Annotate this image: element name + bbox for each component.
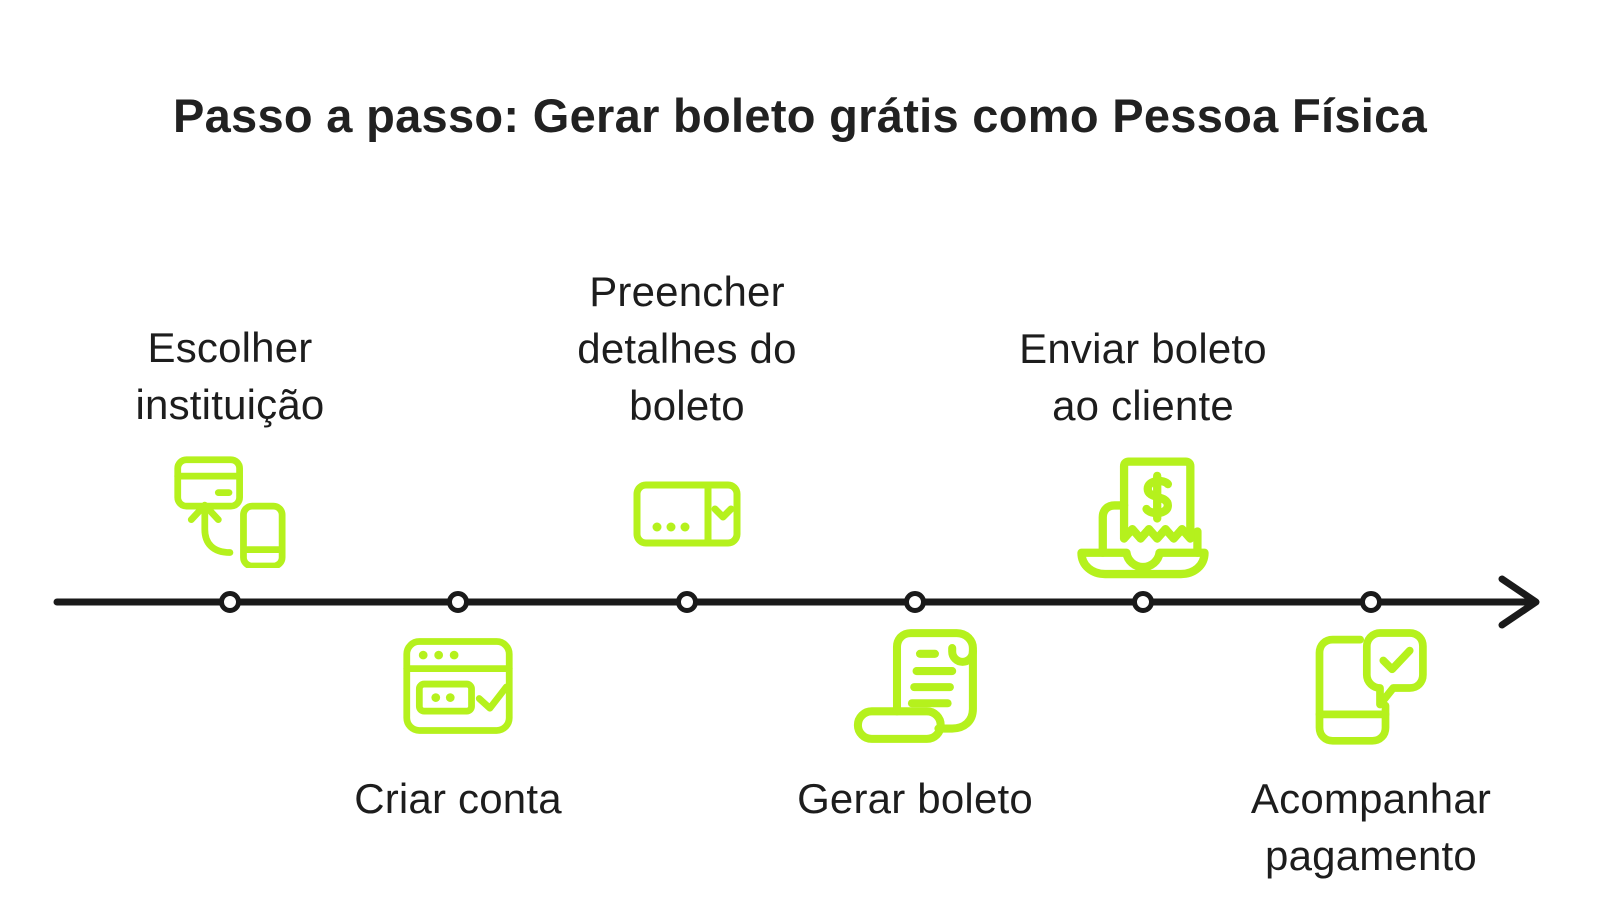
browser-form-check-icon: [400, 628, 516, 744]
timeline-node-1: [219, 591, 241, 613]
step-label-escolher-instituicao: Escolher instituição: [135, 324, 325, 428]
laptop-invoice-icon: [1072, 451, 1214, 593]
step-label-acompanhar-pagamento: Acompanhar pagamento: [1250, 775, 1492, 879]
arrow-right-icon: [1498, 575, 1540, 629]
step-label-criar-conta: Criar conta: [354, 775, 562, 822]
step-label-gerar-boleto: Gerar boleto: [797, 775, 1033, 822]
step-label-enviar-boleto: Enviar boleto ao cliente: [1019, 325, 1267, 429]
input-dropdown-icon: [632, 480, 742, 548]
card-phone-swap-icon: [170, 452, 286, 568]
page-title: Passo a passo: Gerar boleto grátis como …: [172, 89, 1428, 142]
timeline-node-2: [447, 591, 469, 613]
phone-chat-check-icon: [1303, 622, 1435, 754]
step-label-preencher-detalhes: Preencher detalhes do boleto: [577, 268, 797, 429]
timeline-node-4: [904, 591, 926, 613]
receipt-scroll-icon: [851, 617, 989, 755]
timeline-node-5: [1132, 591, 1154, 613]
timeline-node-6: [1360, 591, 1382, 613]
timeline-node-3: [676, 591, 698, 613]
